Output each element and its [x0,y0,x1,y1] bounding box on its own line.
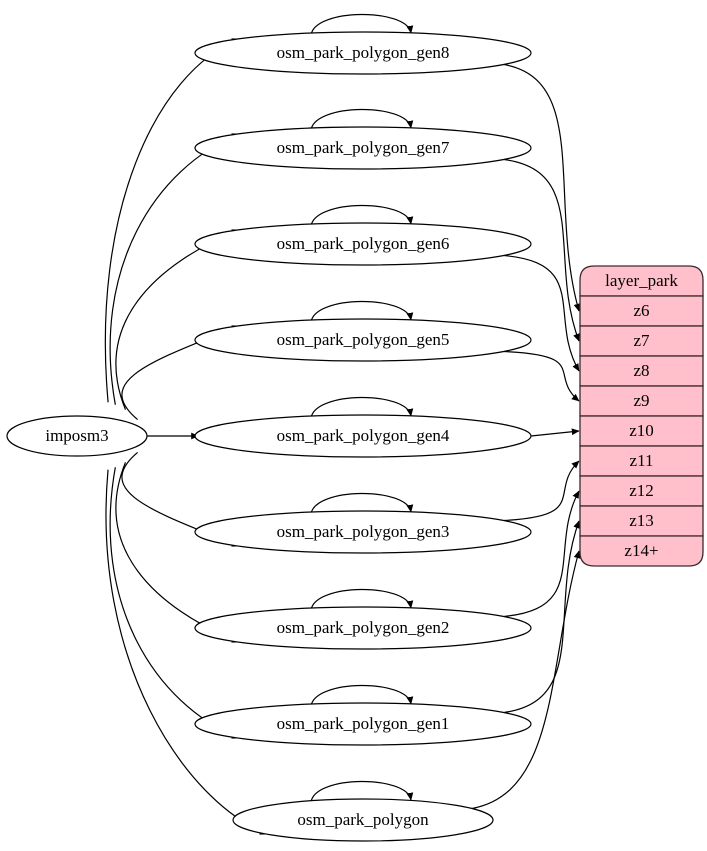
polygon-node-gen5[interactable] [194,318,532,362]
source-node-label: imposm3 [45,426,108,445]
table-row[interactable] [579,295,704,327]
table-row-label: z8 [633,361,649,380]
polygon-node-label: osm_park_polygon_gen5 [277,330,450,349]
polygon-node-base[interactable] [232,798,494,842]
edge-imposm3-to-base [105,469,268,835]
edge-imposm3-to-gen1 [109,467,240,739]
edge-gen1-to-row-7 [504,520,580,714]
edges-to-layer-park [472,63,581,810]
source-node-group: imposm3 [6,415,148,457]
table-header-cell [579,265,704,297]
edge-gen8-to-row-0 [504,63,581,312]
self-loop-edge [310,780,414,803]
polygon-node-label: osm_park_polygon_gen3 [277,522,450,541]
edge-gen3-to-row-5 [504,460,580,522]
polygon-node-gen3[interactable] [194,510,532,554]
self-loop-edge [310,492,414,515]
table-row[interactable] [579,415,704,447]
edge-gen2-to-row-6 [504,490,580,618]
edge-imposm3-to-gen7 [109,133,240,405]
edge-imposm3-to-gen2 [115,462,240,643]
table-row-label: z12 [629,481,654,500]
table-row-label: z7 [633,331,650,350]
edge-gen6-to-row-2 [504,254,580,372]
source-node-imposm3[interactable] [6,415,148,457]
table-row-label: z14+ [624,541,658,560]
polygon-node-label: osm_park_polygon_gen8 [277,43,450,62]
layer-park-table: layer_park z6 z7 z8 z9 z10 z11 z12 z13 z14+ [579,265,704,567]
polygon-node-gen6[interactable] [194,222,532,266]
polygon-node-label: osm_park_polygon_gen2 [277,618,450,637]
polygon-node-label: osm_park_polygon_gen4 [277,426,450,445]
polygon-node-gen2[interactable] [194,606,532,650]
table-row-label: z6 [633,301,649,320]
polygon-node-label: osm_park_polygon_gen7 [277,138,450,157]
polygon-node-label: osm_park_polygon_gen1 [277,714,450,733]
table-row-label: z9 [633,391,649,410]
edge-gen7-to-row-1 [504,158,580,342]
self-loop-edge [310,13,414,36]
polygon-node-gen4[interactable] [194,414,532,458]
table-row-label: z13 [629,511,654,530]
polygon-node-gen1[interactable] [194,702,532,746]
polygon-node-label: osm_park_polygon_gen6 [277,234,450,253]
table-header-label: layer_park [605,271,678,290]
edge-base-to-row-8 [472,550,581,810]
self-loop-edge [310,108,414,131]
table-row-label: z10 [629,421,654,440]
table-row-label: z11 [630,451,654,470]
self-loop-edge [310,204,414,227]
self-loop-edge [310,300,414,323]
edge-imposm3-to-gen6 [115,229,240,410]
self-loop-edge [310,684,414,707]
table-row[interactable] [579,475,704,507]
self-loop-edge [310,396,414,419]
table-row[interactable] [579,535,704,567]
edge-gen5-to-row-3 [504,350,580,402]
polygon-node-gen7[interactable] [194,126,532,170]
self-loop-edges [310,13,414,803]
edge-gen4-to-row-4 [530,428,580,437]
polygon-node-label: osm_park_polygon [297,810,429,829]
table-row[interactable] [579,505,704,537]
polygon-node-gen8[interactable] [194,31,532,75]
polygon-nodes: osm_park_polygon_gen8 osm_park_polygon_ge… [194,31,532,842]
self-loop-edge [310,588,414,611]
table-row[interactable] [579,445,704,477]
